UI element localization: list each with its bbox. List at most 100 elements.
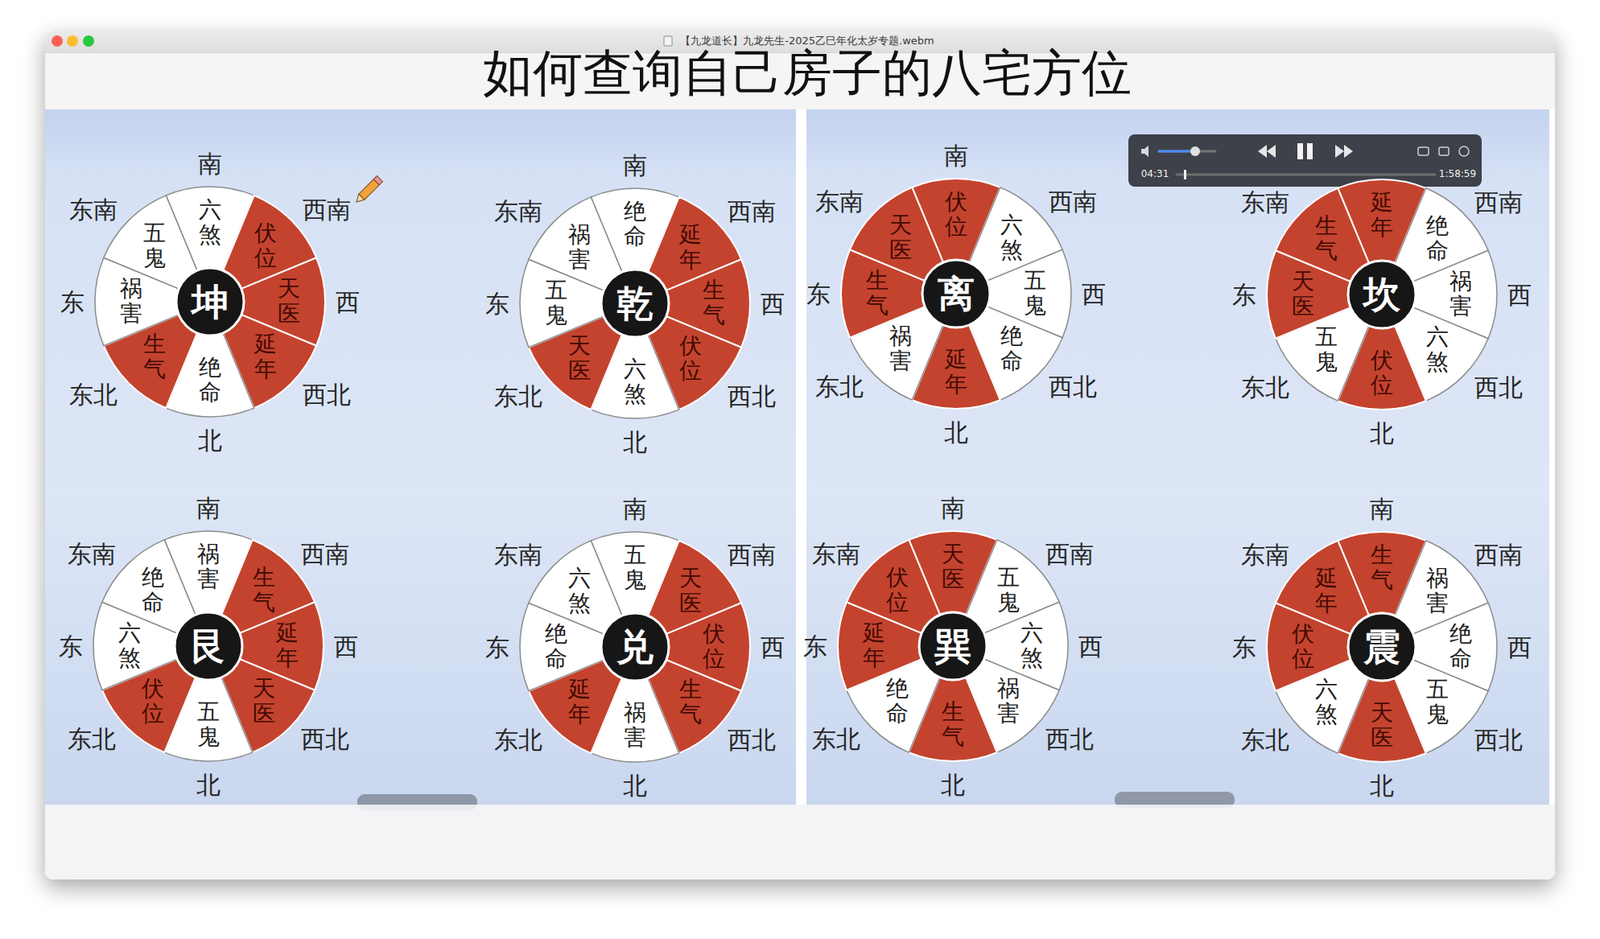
sector-text: 伏位: [1291, 622, 1315, 673]
sector-text: 延年: [944, 347, 968, 398]
sector-text: 祸害: [889, 324, 912, 375]
direction-label: 东北: [494, 383, 543, 410]
direction-label: 北: [944, 419, 969, 446]
direction-label: 北: [622, 428, 648, 456]
rewind-icon: [1257, 144, 1276, 158]
sector-text: 五鬼: [197, 700, 220, 751]
direction-label: 西南: [302, 196, 351, 223]
direction-label: 东北: [1241, 726, 1290, 754]
direction-label: 南: [622, 495, 648, 523]
direction-label: 北: [940, 771, 965, 799]
direction-label: 西南: [727, 197, 776, 225]
trigram-text: 震: [1363, 626, 1401, 669]
sector-text: 延年: [276, 621, 299, 672]
volume-knob: [1190, 146, 1200, 157]
direction-label: 东南: [494, 197, 543, 225]
sector-shape: [846, 540, 941, 634]
direction-label: 南: [196, 494, 221, 522]
trigram-circle: 坤: [173, 265, 247, 339]
direction-label: 西: [1081, 280, 1106, 308]
trigram-text: 巽: [934, 626, 972, 668]
trigram-disc: [601, 613, 669, 681]
sector-text: 天医: [889, 213, 912, 264]
sector-text: 生气: [252, 565, 276, 616]
sector-text: 天医: [277, 276, 301, 327]
direction-label: 南: [1369, 495, 1394, 523]
trigram-text: 坎: [1363, 274, 1401, 316]
direction-label: 西: [760, 634, 785, 661]
trigram-text: 艮: [189, 626, 227, 668]
sector-text: 绝命: [886, 676, 909, 727]
sector-text: 祸害: [197, 542, 220, 593]
direction-label: 西北: [727, 383, 776, 410]
direction-label: 西: [335, 288, 360, 316]
slide-panel: [45, 109, 796, 805]
sector-text: 六煞: [1000, 213, 1023, 264]
volume-track: [1158, 150, 1216, 153]
more-icon: [1459, 146, 1469, 157]
direction-label: 南: [940, 494, 965, 522]
sector-text: 伏位: [886, 565, 909, 616]
sector-text: 生气: [1370, 543, 1394, 594]
direction-label: 西南: [1048, 188, 1097, 215]
window-title: 【九龙道长】九龙先生-2025乙巳年化太岁专题.webm: [680, 35, 934, 47]
direction-label: 东北: [69, 381, 118, 409]
sector-text: 延年: [679, 222, 702, 273]
direction-label: 东南: [69, 196, 118, 223]
sector-text: 伏位: [1370, 348, 1394, 399]
forward-icon: [1335, 144, 1353, 158]
trigram-text: 坤: [191, 281, 229, 323]
pencil-eraser: [373, 176, 383, 186]
direction-label: 西北: [1045, 725, 1094, 753]
direction-label: 东: [60, 288, 85, 316]
sector-text: 五鬼: [1315, 325, 1338, 376]
sector-text: 祸害: [119, 276, 143, 327]
sector-text: 绝命: [544, 622, 568, 673]
sector-text: 五鬼: [1426, 677, 1449, 728]
direction-label: 北: [196, 771, 221, 799]
sector-text: 天医: [679, 566, 702, 617]
sector-text: 伏位: [141, 676, 165, 727]
sector-text: 伏位: [679, 334, 702, 384]
direction-label: 南: [944, 142, 969, 170]
pause-icon: [1307, 143, 1313, 160]
sector-text: 伏位: [254, 221, 277, 272]
direction-label: 西南: [727, 541, 776, 569]
sector-text: 六煞: [568, 566, 591, 617]
sector-text: 祸害: [1449, 269, 1473, 320]
direction-label: 西: [1507, 281, 1532, 309]
direction-label: 西: [1507, 634, 1532, 661]
sector-text: 延年: [568, 677, 591, 728]
direction-label: 北: [1369, 772, 1394, 800]
direction-label: 西北: [727, 726, 776, 754]
sector-text: 绝命: [1426, 214, 1449, 264]
trigram-circle: 坎: [1345, 258, 1419, 331]
direction-label: 东: [806, 280, 831, 308]
slide-bottom-band: [45, 804, 1555, 880]
sector-text: 绝命: [141, 565, 165, 616]
direction-label: 东北: [67, 725, 116, 753]
direction-label: 东南: [815, 188, 864, 215]
sector-shape: [1275, 188, 1370, 282]
sector-text: 延年: [862, 621, 886, 672]
sector-text: 天医: [252, 676, 276, 727]
trigram-disc: [1348, 260, 1416, 329]
sector-text: 六煞: [198, 197, 222, 248]
sector-text: 天医: [1291, 269, 1315, 320]
trigram-circle: 巽: [916, 610, 990, 683]
sector-text: 生气: [143, 332, 166, 383]
direction-label: 东北: [1241, 374, 1290, 401]
trigram-circle: 乾: [598, 267, 672, 340]
progress-track: [1176, 173, 1436, 177]
direction-label: 东: [1232, 634, 1257, 661]
sector-text: 伏位: [702, 622, 726, 673]
trigram-disc: [1348, 613, 1416, 681]
sector-text: 祸害: [568, 222, 591, 273]
pencil-cursor: [353, 176, 383, 206]
sector-text: 天医: [568, 334, 591, 384]
control-panel: [1128, 134, 1482, 187]
airplay-icon: [1439, 147, 1449, 156]
window-frame: [45, 30, 1555, 880]
trigram-disc: [922, 259, 990, 328]
direction-label: 东南: [812, 540, 861, 568]
